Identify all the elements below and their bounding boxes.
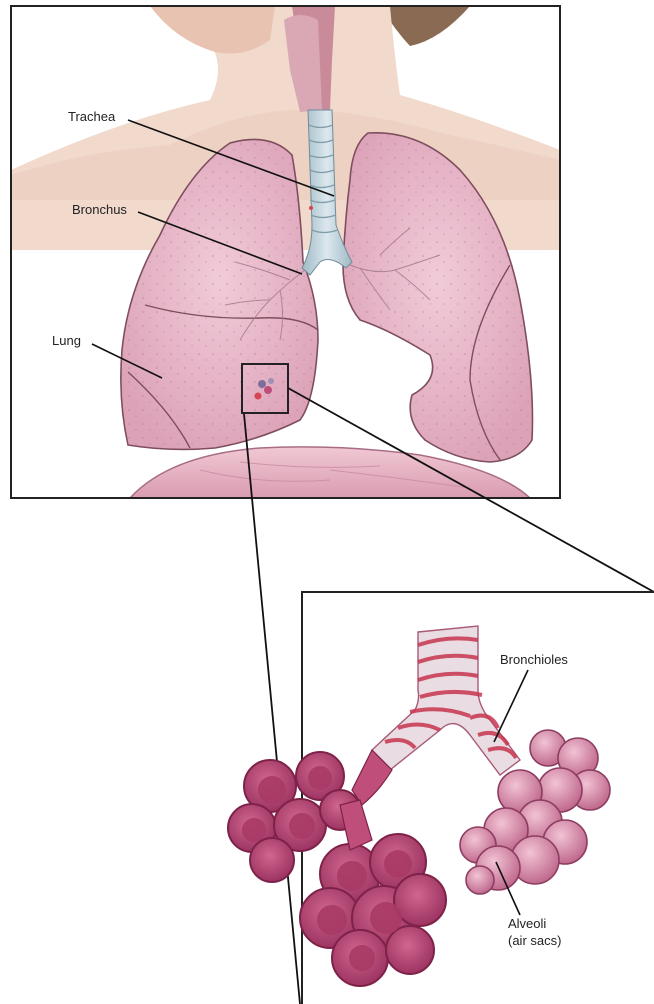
- label-trachea-text: Trachea: [68, 109, 116, 124]
- label-lung-text: Lung: [52, 333, 81, 348]
- thorax-panel: [11, 6, 560, 498]
- label-bronchus-text: Bronchus: [72, 202, 127, 217]
- label-alveoli-text: Alveoli: [508, 916, 546, 931]
- label-alveoli-subtext: (air sacs): [508, 933, 561, 948]
- label-bronchioles-text: Bronchioles: [500, 652, 568, 667]
